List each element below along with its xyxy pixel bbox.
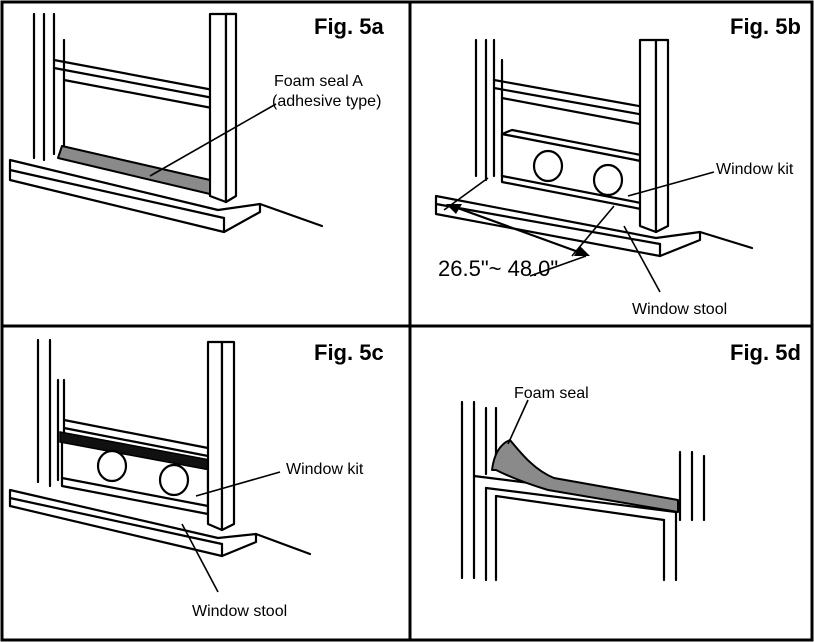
leader-window-stool-5c bbox=[181, 523, 219, 593]
panel-title-5c: Fig. 5c bbox=[314, 340, 384, 365]
right-jamb-5c bbox=[206, 340, 236, 532]
window-sash-5d bbox=[472, 474, 682, 582]
left-jamb-5d bbox=[460, 400, 498, 580]
leader-window-kit-5c bbox=[195, 471, 281, 497]
window-stool-5c bbox=[8, 488, 312, 558]
right-jamb-5b bbox=[638, 38, 670, 234]
right-jamb-5a bbox=[208, 12, 238, 204]
dimension-label-5b: 26.5"~ 48.0" bbox=[438, 256, 558, 281]
label-window-stool-5c: Window stool bbox=[192, 603, 287, 620]
leader-foam-seal-5d bbox=[507, 399, 529, 445]
window-kit-5c bbox=[59, 431, 211, 516]
panel-fig-5a: Fig. 5a Foam bbox=[8, 12, 384, 234]
window-sash-5a bbox=[52, 58, 226, 110]
window-sash-5b bbox=[492, 78, 652, 126]
right-jamb-5d bbox=[678, 450, 706, 522]
label-adhesive-type: (adhesive type) bbox=[272, 93, 381, 110]
leader-window-stool-5b bbox=[623, 225, 661, 293]
label-foam-seal-5d: Foam seal bbox=[514, 385, 589, 402]
window-sash-5c bbox=[62, 418, 210, 458]
label-window-stool-5b: Window stool bbox=[632, 301, 727, 318]
left-jamb-5c bbox=[36, 338, 66, 488]
left-jamb-5a bbox=[32, 12, 66, 162]
label-foam-seal-a: Foam seal A bbox=[274, 73, 363, 90]
left-jamb-5b bbox=[474, 38, 504, 182]
panel-fig-5b: Fig. 5b bbox=[434, 14, 801, 318]
window-stool-5b bbox=[434, 194, 754, 258]
panel-title-5b: Fig. 5b bbox=[730, 14, 801, 39]
panel-fig-5d: Fig. 5d Foam seal bbox=[460, 340, 801, 582]
label-window-kit-5b: Window kit bbox=[716, 161, 794, 178]
foam-seal-5d bbox=[491, 439, 679, 513]
leader-window-kit-5b bbox=[627, 171, 715, 197]
foam-seal-a bbox=[57, 145, 211, 195]
panel-title-5d: Fig. 5d bbox=[730, 340, 801, 365]
panel-fig-5c: Fig. 5c bbox=[8, 338, 384, 620]
leader-foam-seal-a bbox=[149, 103, 277, 177]
dimension-arrow-5b bbox=[443, 177, 615, 277]
window-stool-5a bbox=[8, 158, 324, 234]
label-window-kit-5c: Window kit bbox=[286, 461, 364, 478]
window-kit-5b bbox=[500, 128, 648, 212]
panel-title-5a: Fig. 5a bbox=[314, 14, 384, 39]
